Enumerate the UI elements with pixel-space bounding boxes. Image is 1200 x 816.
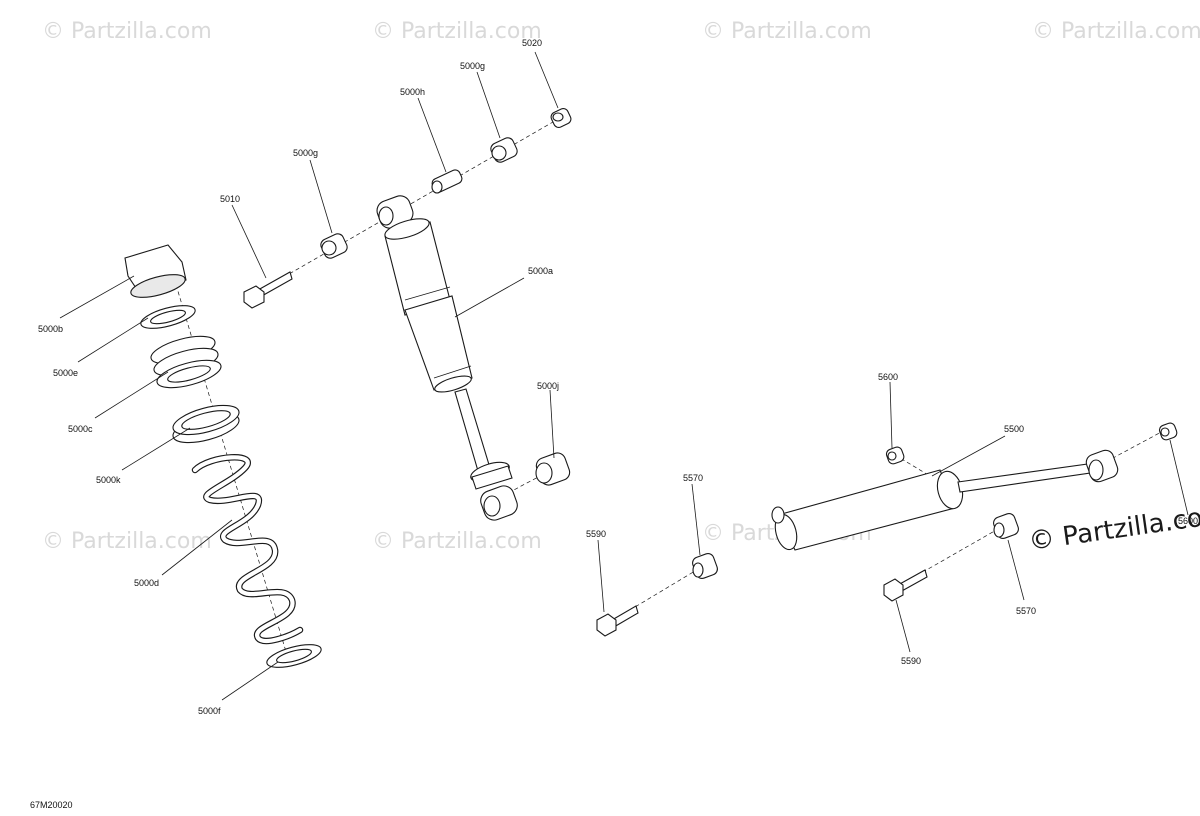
axis-line-right-top (894, 454, 951, 489)
spring-5000d (191, 454, 304, 645)
watermark-main: © Partzilla.com (1027, 499, 1200, 557)
sleeve-5570-left (692, 553, 718, 579)
bolt-5590-left (596, 605, 639, 637)
leader-lines (59, 51, 1189, 701)
nut-5020 (550, 108, 572, 128)
label-5020: 5020 (522, 38, 542, 48)
washer-5000e-hole (150, 309, 186, 325)
washer-5000f-hole (276, 648, 312, 664)
label-5590-right: 5590 (901, 656, 921, 666)
bolt-5010 (243, 271, 293, 309)
label-5000e: 5000e (53, 368, 78, 378)
nut-5600-top (885, 446, 905, 465)
bushing-5000j (535, 452, 571, 486)
label-5000f: 5000f (198, 706, 221, 716)
watermark: © Partzilla.com (42, 19, 212, 44)
label-5000a: 5000a (528, 266, 553, 276)
watermark: © Partzilla.com (372, 19, 542, 44)
bushing-5000g-top (490, 137, 518, 163)
label-5000j: 5000j (537, 381, 559, 391)
watermark: © Partzilla.com (372, 529, 542, 554)
watermark: © Partzilla.com (1032, 19, 1200, 44)
label-5000h: 5000h (400, 87, 425, 97)
label-5000d: 5000d (134, 578, 159, 588)
damper-5500 (771, 449, 1119, 551)
spring-5000c (150, 335, 222, 389)
watermark-group: © Partzilla.com © Partzilla.com © Partzi… (42, 19, 1200, 554)
label-5000b: 5000b (38, 324, 63, 334)
label-5000g: 5000g (293, 148, 318, 158)
label-5570-left: 5570 (683, 473, 703, 483)
label-5000k: 5000k (96, 475, 121, 485)
watermark: © Partzilla.com (42, 529, 212, 554)
adjuster-5000b (124, 244, 187, 298)
watermark: © Partzilla.com (702, 19, 872, 44)
sleeve-5000h (431, 169, 463, 194)
bolt-5590-right (883, 569, 928, 602)
axis-line-right (1099, 429, 1166, 466)
label-5000g-top: 5000g (460, 61, 485, 71)
nut-5600-right (1158, 422, 1178, 441)
label-5500: 5500 (1004, 424, 1024, 434)
label-5010: 5010 (220, 194, 240, 204)
label-5600-top: 5600 (878, 372, 898, 382)
label-5590-left: 5590 (586, 529, 606, 539)
bushing-5000g (320, 233, 348, 259)
label-5570-right: 5570 (1016, 606, 1036, 616)
axis-line-spring (167, 257, 291, 666)
sleeve-5570-right (993, 513, 1019, 539)
diagram-code: 67M20020 (30, 800, 73, 810)
label-5600-right: 5600 (1178, 516, 1198, 526)
shock-absorber-5000a (376, 195, 518, 521)
label-5000c: 5000c (68, 424, 93, 434)
ring-5000k (172, 404, 240, 444)
